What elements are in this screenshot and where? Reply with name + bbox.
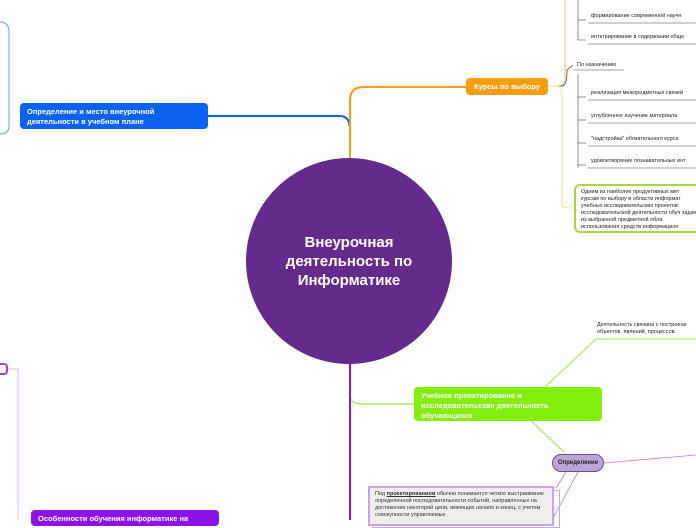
definition-text-box[interactable]: Под проектированием обычно понимается че…	[368, 486, 554, 526]
central-topic-title: Внеурочная деятельность по Информатике	[285, 233, 413, 289]
topic-definition-label: Определение и место внеурочной деятельно…	[27, 107, 155, 126]
by-purpose-item-2[interactable]: углубленное изучение материала	[591, 113, 678, 119]
central-topic[interactable]: Внеурочная деятельность по Информатике	[246, 158, 452, 364]
definition-node-label: Определение	[557, 460, 599, 466]
definition-rest: обычно понимается четкое выстраивание оп…	[375, 491, 544, 518]
courses-note-text: Одним из наиболее продуктивных мет курса…	[581, 189, 696, 230]
topic-projects[interactable]: Учебное проектирование и исследовательск…	[414, 387, 602, 421]
courses-note[interactable]: Одним из наиболее продуктивных мет курса…	[574, 184, 696, 233]
topic-definition[interactable]: Определение и место внеурочной деятельно…	[20, 103, 208, 129]
by-purpose-item-1[interactable]: реализация межпредметных связей	[591, 90, 684, 96]
collapsed-node-marker[interactable]	[0, 363, 8, 375]
by-purpose-node[interactable]: По назначению	[577, 62, 617, 68]
topic-projects-label: Учебное проектирование и исследовательск…	[421, 391, 549, 420]
by-purpose-item-3[interactable]: "надстройка" обязательного курса	[591, 136, 679, 142]
courses-item-1[interactable]: формирование современной научн	[591, 13, 682, 19]
definition-prefix: Под	[375, 491, 387, 497]
topic-courses-label: Курсы по выбору	[474, 82, 540, 91]
topic-courses[interactable]: Курсы по выбору	[466, 78, 548, 95]
definition-node[interactable]: Определение	[552, 454, 604, 472]
projects-note[interactable]: Деятельность связана с построени объекто…	[597, 322, 687, 335]
definition-term: проектированием	[386, 491, 436, 497]
topic-features[interactable]: Особенности обучения информатике на	[31, 510, 219, 526]
by-purpose-item-4[interactable]: удовлетворение познавательных инт	[591, 158, 686, 164]
topic-features-label: Особенности обучения информатике на	[38, 514, 189, 523]
courses-item-2[interactable]: интегрирование в содержании обще	[591, 34, 685, 40]
